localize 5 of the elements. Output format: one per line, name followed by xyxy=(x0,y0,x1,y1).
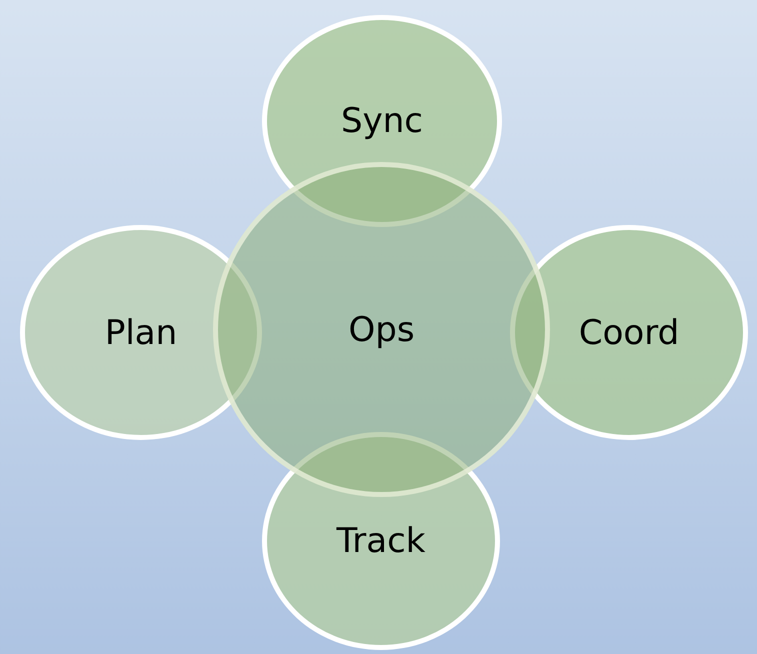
node-label: Coord xyxy=(578,312,680,352)
node-label: Plan xyxy=(104,312,178,352)
node-label: Sync xyxy=(341,101,423,141)
node-label: Track xyxy=(336,521,426,561)
node-label: Ops xyxy=(348,310,415,350)
